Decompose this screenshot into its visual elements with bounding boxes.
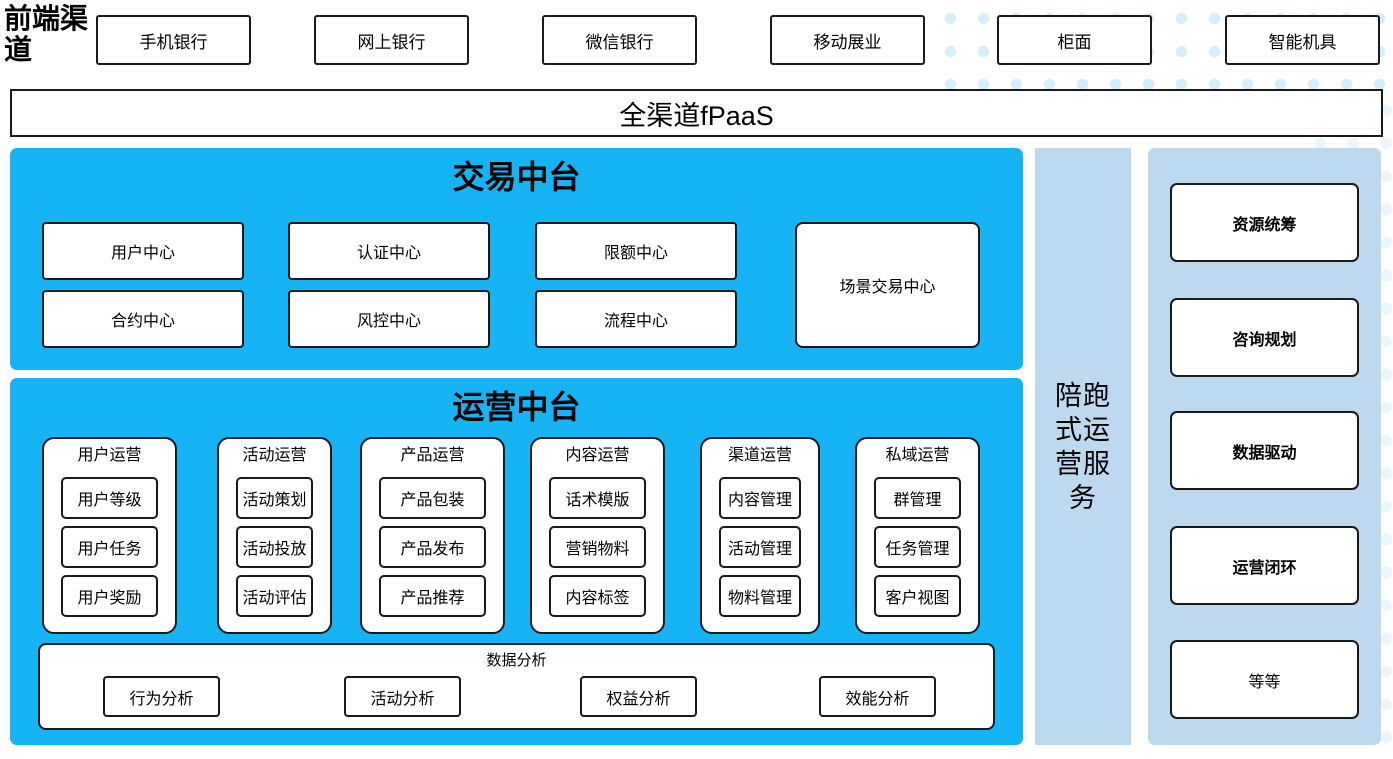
operation-item-1-0: 活动策划 — [236, 477, 313, 519]
operation-group-title-2: 产品运营 — [400, 447, 465, 464]
service-card-2: 数据驱动 — [1170, 411, 1359, 490]
operation-item-5-1: 任务管理 — [874, 526, 961, 568]
channel-box-4: 柜面 — [997, 15, 1152, 65]
operation-group-title-4: 渠道运营 — [727, 447, 792, 464]
operation-item-4-0: 内容管理 — [719, 477, 801, 519]
operation-group-title-5: 私域运营 — [885, 447, 950, 464]
companion-service-label: 陪跑式运营服务 — [1055, 380, 1111, 513]
channel-box-1: 网上银行 — [314, 15, 469, 65]
service-card-4: 等等 — [1170, 640, 1359, 719]
operation-item-2-1: 产品发布 — [379, 526, 486, 568]
operation-platform-title: 运营中台 — [452, 389, 581, 425]
operation-item-5-2: 客户视图 — [874, 575, 961, 617]
operation-item-1-1: 活动投放 — [236, 526, 313, 568]
trade-card-1: 认证中心 — [288, 222, 490, 280]
operation-item-2-0: 产品包装 — [379, 477, 486, 519]
service-card-1: 咨询规划 — [1170, 298, 1359, 377]
operation-item-0-0: 用户等级 — [61, 477, 158, 519]
trade-card-5: 流程中心 — [535, 290, 737, 348]
channel-box-2: 微信银行 — [542, 15, 697, 65]
operation-item-4-2: 物料管理 — [719, 575, 801, 617]
analysis-item-0: 行为分析 — [103, 676, 220, 717]
operation-item-3-0: 话术模版 — [549, 477, 646, 519]
trade-card-2: 限额中心 — [535, 222, 737, 280]
operation-item-1-2: 活动评估 — [236, 575, 313, 617]
channel-box-5: 智能机具 — [1225, 15, 1380, 65]
trade-card-3: 合约中心 — [42, 290, 244, 348]
fpaas-bar: 全渠道fPaaS — [10, 89, 1383, 137]
operation-item-0-2: 用户奖励 — [61, 575, 158, 617]
trade-card-scene: 场景交易中心 — [795, 222, 980, 348]
analysis-item-2: 权益分析 — [580, 676, 697, 717]
service-card-0: 资源统筹 — [1170, 183, 1359, 262]
operation-item-3-1: 营销物料 — [549, 526, 646, 568]
operation-item-0-1: 用户任务 — [61, 526, 158, 568]
operation-group-title-1: 活动运营 — [242, 447, 307, 464]
analysis-item-1: 活动分析 — [344, 676, 461, 717]
operation-item-2-2: 产品推荐 — [379, 575, 486, 617]
data-analysis-title: 数据分析 — [486, 652, 547, 669]
operation-group-title-0: 用户运营 — [77, 447, 142, 464]
trade-card-0: 用户中心 — [42, 222, 244, 280]
trade-card-4: 风控中心 — [288, 290, 490, 348]
operation-item-4-1: 活动管理 — [719, 526, 801, 568]
channel-box-0: 手机银行 — [96, 15, 251, 65]
channel-box-3: 移动展业 — [770, 15, 925, 65]
operation-item-3-2: 内容标签 — [549, 575, 646, 617]
operation-item-5-0: 群管理 — [874, 477, 961, 519]
service-card-3: 运营闭环 — [1170, 526, 1359, 605]
companion-service-column: 陪跑式运营服务 — [1035, 148, 1131, 745]
frontend-channel-label: 前端渠道 — [4, 4, 89, 66]
trade-platform-title: 交易中台 — [452, 159, 581, 195]
operation-group-title-3: 内容运营 — [565, 447, 630, 464]
analysis-item-3: 效能分析 — [819, 676, 936, 717]
